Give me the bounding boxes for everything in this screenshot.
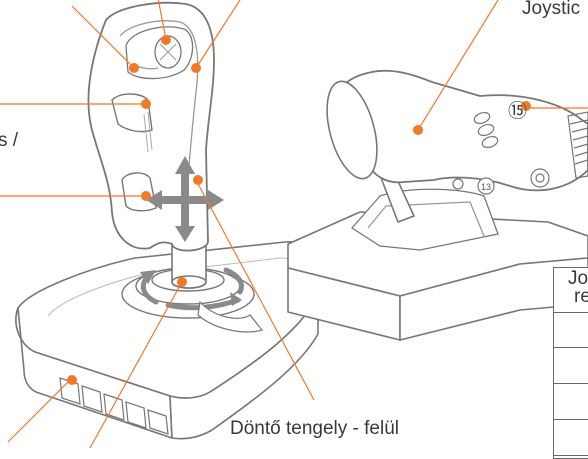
axis-caption: Döntő tengely - felül <box>230 418 399 440</box>
joystick-label: Joystic <box>522 0 580 20</box>
legend-table: Jo re <box>553 267 588 459</box>
legend-table-row <box>554 420 588 456</box>
callout-number-15: ⑮ <box>508 96 527 123</box>
legend-table-header-line2: re <box>574 286 588 308</box>
throttle-badge-label: 13 <box>481 182 491 192</box>
joystick-illustration: 13 <box>0 0 588 448</box>
left-fragment-label: s / <box>0 130 18 152</box>
legend-table-header: Jo re <box>554 268 588 313</box>
legend-table-row <box>554 348 588 384</box>
legend-table-row <box>554 312 588 348</box>
legend-table-row <box>554 384 588 420</box>
